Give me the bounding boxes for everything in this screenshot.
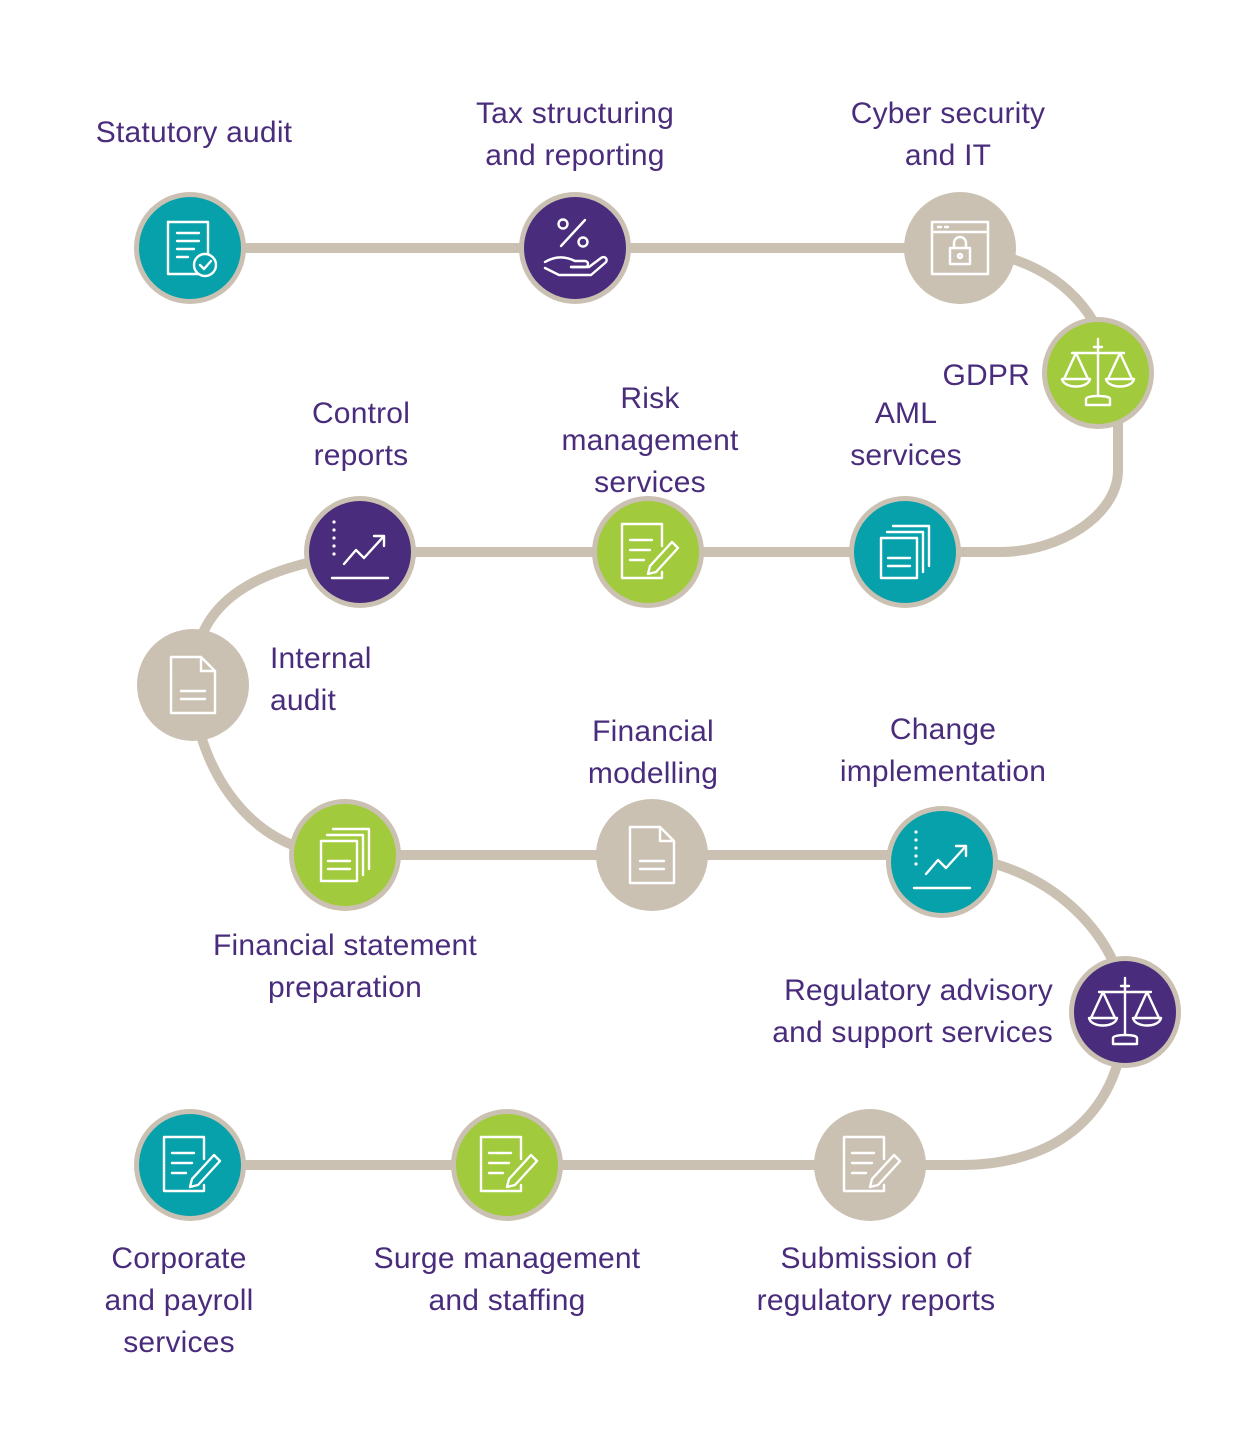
label-gdpr: GDPR xyxy=(942,359,1030,392)
percent-hand-icon xyxy=(543,218,608,277)
node-circle xyxy=(597,501,699,603)
node-circle xyxy=(601,804,703,906)
label-submission-reports: Submission of regulatory reports xyxy=(756,1242,996,1317)
node-tax-structuring xyxy=(519,192,631,304)
node-surge-management xyxy=(451,1109,563,1221)
node-circle xyxy=(854,501,956,603)
trend-chart-icon xyxy=(330,520,390,580)
label-cyber-security: Cyber security and IT xyxy=(850,97,1046,172)
node-financial-statement xyxy=(289,799,401,911)
node-circle xyxy=(456,1114,558,1216)
node-risk-management xyxy=(592,496,704,608)
label-change-implementation: Change implementation xyxy=(839,713,1047,788)
label-regulatory-advisory: Regulatory advisory and support services xyxy=(772,974,1053,1049)
node-regulatory-advisory xyxy=(1069,956,1181,1068)
node-change-implementation xyxy=(886,806,998,918)
stacked-documents-icon xyxy=(319,827,371,883)
node-circle xyxy=(524,197,626,299)
nodes-layer xyxy=(134,192,1181,1221)
node-statutory-audit xyxy=(134,192,246,304)
label-risk-management: Risk management services xyxy=(561,382,739,499)
node-submission-reports xyxy=(814,1109,926,1221)
label-aml-services: AML services xyxy=(850,397,962,472)
node-circle xyxy=(819,1114,921,1216)
node-financial-modelling xyxy=(596,799,708,911)
node-internal-audit xyxy=(137,629,249,741)
label-statutory-audit: Statutory audit xyxy=(95,116,293,149)
label-control-reports: Control reports xyxy=(311,397,411,472)
scales-icon xyxy=(1087,976,1163,1046)
stacked-documents-icon xyxy=(879,524,931,580)
node-gdpr xyxy=(1042,317,1154,429)
document-pen-icon xyxy=(162,1135,222,1193)
node-circle xyxy=(309,501,411,603)
document-icon xyxy=(169,655,217,715)
node-circle xyxy=(891,811,993,913)
document-pen-icon xyxy=(620,522,680,580)
node-circle xyxy=(142,634,244,736)
trend-chart-icon xyxy=(912,830,972,890)
label-surge-management: Surge management and staffing xyxy=(373,1242,641,1317)
document-pen-icon xyxy=(842,1135,902,1193)
label-financial-modelling: Financial modelling xyxy=(587,715,719,790)
label-financial-statement: Financial statement preparation xyxy=(213,929,477,1004)
node-circle xyxy=(294,804,396,906)
scales-icon xyxy=(1060,337,1136,407)
document-pen-icon xyxy=(479,1135,539,1193)
certificate-check-icon xyxy=(166,220,218,278)
label-corporate-payroll: Corporate and payroll services xyxy=(104,1242,254,1359)
node-control-reports xyxy=(304,496,416,608)
node-aml-services xyxy=(849,496,961,608)
node-circle xyxy=(139,1114,241,1216)
node-cyber-security xyxy=(904,192,1016,304)
label-tax-structuring: Tax structuring and reporting xyxy=(475,97,675,172)
document-icon xyxy=(628,825,676,885)
label-internal-audit: Internal audit xyxy=(270,642,372,717)
node-corporate-payroll xyxy=(134,1109,246,1221)
browser-lock-icon xyxy=(930,220,990,276)
